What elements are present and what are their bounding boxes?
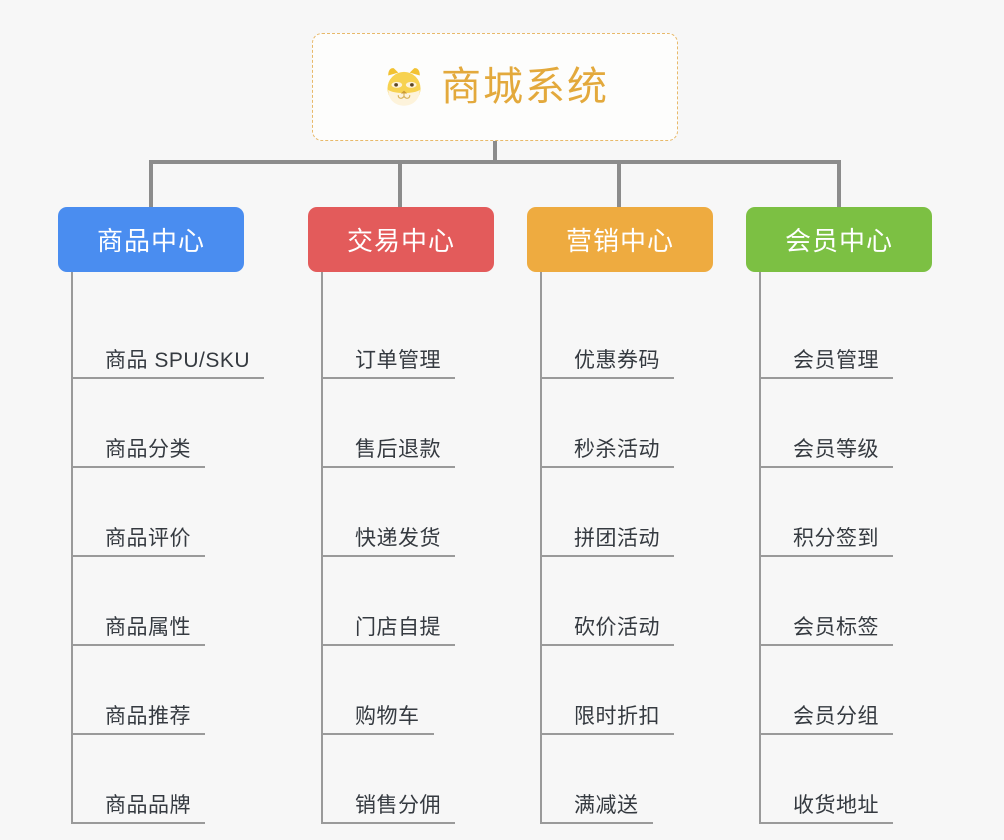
branch-column-1: 商品中心 商品 SPU/SKU 商品分类 商品评价 商品属性 商品推荐 商品品牌: [58, 207, 264, 824]
root-title: 商城系统: [441, 65, 609, 109]
leaf-label: 商品推荐: [105, 705, 191, 728]
branch-header-label: 营销中心: [565, 226, 674, 256]
leaf-underline: [323, 466, 455, 468]
leaf-underline: [323, 555, 455, 557]
leaf-label: 会员管理: [793, 349, 879, 372]
list-item[interactable]: 会员等级: [761, 379, 932, 468]
leaf-list-3: 优惠券码 秒杀活动 拼团活动 砍价活动 限时折扣 满减送: [540, 272, 713, 824]
leaf-label: 秒杀活动: [574, 438, 660, 461]
leaf-underline: [73, 822, 205, 824]
leaf-underline: [542, 377, 674, 379]
leaf-underline: [73, 377, 264, 379]
list-item[interactable]: 商品 SPU/SKU: [73, 290, 264, 379]
leaf-underline: [323, 644, 455, 646]
leaf-list-2: 订单管理 售后退款 快递发货 门店自提 购物车 销售分佣: [321, 272, 494, 824]
list-item[interactable]: 商品分类: [73, 379, 244, 468]
leaf-list-1: 商品 SPU/SKU 商品分类 商品评价 商品属性 商品推荐 商品品牌: [71, 272, 264, 824]
leaf-underline: [542, 555, 674, 557]
leaf-underline: [542, 822, 653, 824]
list-item[interactable]: 收货地址: [761, 735, 932, 824]
list-item[interactable]: 积分签到: [761, 468, 932, 557]
list-item[interactable]: 优惠券码: [542, 290, 713, 379]
list-item[interactable]: 拼团活动: [542, 468, 713, 557]
branch-header-label: 商品中心: [96, 226, 205, 256]
root-trunk-line: [493, 141, 497, 163]
branch-drop-line-4: [837, 160, 841, 208]
branch-bus-line: [149, 160, 841, 164]
leaf-label: 销售分佣: [355, 794, 441, 817]
leaf-label: 门店自提: [355, 616, 441, 639]
leaf-label: 积分签到: [793, 527, 879, 550]
leaf-underline: [761, 555, 893, 557]
leaf-label: 收货地址: [793, 794, 879, 817]
leaf-label: 会员标签: [793, 616, 879, 639]
branch-column-2: 交易中心 订单管理 售后退款 快递发货 门店自提 购物车 销售分佣: [308, 207, 494, 824]
list-item[interactable]: 订单管理: [323, 290, 494, 379]
leaf-label: 满减送: [574, 794, 639, 817]
list-item[interactable]: 限时折扣: [542, 646, 713, 735]
list-item[interactable]: 售后退款: [323, 379, 494, 468]
leaf-underline: [323, 822, 455, 824]
branch-drop-line-3: [617, 160, 621, 208]
leaf-underline: [542, 466, 674, 468]
leaf-label: 订单管理: [355, 349, 441, 372]
leaf-label: 商品品牌: [105, 794, 191, 817]
list-item[interactable]: 门店自提: [323, 557, 494, 646]
leaf-underline: [323, 377, 455, 379]
leaf-label: 会员等级: [793, 438, 879, 461]
leaf-underline: [73, 555, 205, 557]
branch-header-2[interactable]: 交易中心: [308, 207, 494, 272]
leaf-underline: [761, 733, 893, 735]
list-item[interactable]: 商品品牌: [73, 735, 244, 824]
list-item[interactable]: 秒杀活动: [542, 379, 713, 468]
list-item[interactable]: 会员标签: [761, 557, 932, 646]
list-item[interactable]: 商品推荐: [73, 646, 244, 735]
leaf-underline: [73, 733, 205, 735]
branch-header-label: 交易中心: [346, 226, 455, 256]
leaf-label: 商品属性: [105, 616, 191, 639]
leaf-label: 商品分类: [105, 438, 191, 461]
shiba-dog-face-icon: [387, 68, 421, 106]
leaf-underline: [761, 377, 893, 379]
branch-header-4[interactable]: 会员中心: [746, 207, 932, 272]
leaf-label: 商品评价: [105, 527, 191, 550]
leaf-label: 快递发货: [355, 527, 441, 550]
leaf-label: 拼团活动: [574, 527, 660, 550]
branch-header-label: 会员中心: [784, 226, 893, 256]
leaf-underline: [323, 733, 434, 735]
leaf-label: 商品 SPU/SKU: [105, 349, 251, 372]
leaf-list-4: 会员管理 会员等级 积分签到 会员标签 会员分组 收货地址: [759, 272, 932, 824]
branch-drop-line-2: [398, 160, 402, 208]
list-item[interactable]: 满减送: [542, 735, 713, 824]
branch-column-4: 会员中心 会员管理 会员等级 积分签到 会员标签 会员分组 收货地址: [746, 207, 932, 824]
root-node[interactable]: 商城系统: [312, 33, 678, 141]
branch-drop-line-1: [149, 160, 153, 208]
list-item[interactable]: 购物车: [323, 646, 494, 735]
list-item[interactable]: 会员管理: [761, 290, 932, 379]
leaf-underline: [73, 644, 205, 646]
leaf-underline: [761, 822, 893, 824]
branch-header-1[interactable]: 商品中心: [58, 207, 244, 272]
leaf-underline: [542, 644, 674, 646]
leaf-label: 购物车: [355, 705, 420, 728]
list-item[interactable]: 销售分佣: [323, 735, 494, 824]
list-item[interactable]: 快递发货: [323, 468, 494, 557]
list-item[interactable]: 砍价活动: [542, 557, 713, 646]
leaf-label: 会员分组: [793, 705, 879, 728]
list-item[interactable]: 商品评价: [73, 468, 244, 557]
list-item[interactable]: 商品属性: [73, 557, 244, 646]
leaf-underline: [73, 466, 205, 468]
leaf-label: 售后退款: [355, 438, 441, 461]
branch-column-3: 营销中心 优惠券码 秒杀活动 拼团活动 砍价活动 限时折扣 满减送: [527, 207, 713, 824]
leaf-label: 砍价活动: [574, 616, 660, 639]
branch-header-3[interactable]: 营销中心: [527, 207, 713, 272]
leaf-underline: [542, 733, 674, 735]
list-item[interactable]: 会员分组: [761, 646, 932, 735]
leaf-label: 优惠券码: [574, 349, 660, 372]
leaf-label: 限时折扣: [574, 705, 660, 728]
leaf-underline: [761, 644, 893, 646]
leaf-underline: [761, 466, 893, 468]
